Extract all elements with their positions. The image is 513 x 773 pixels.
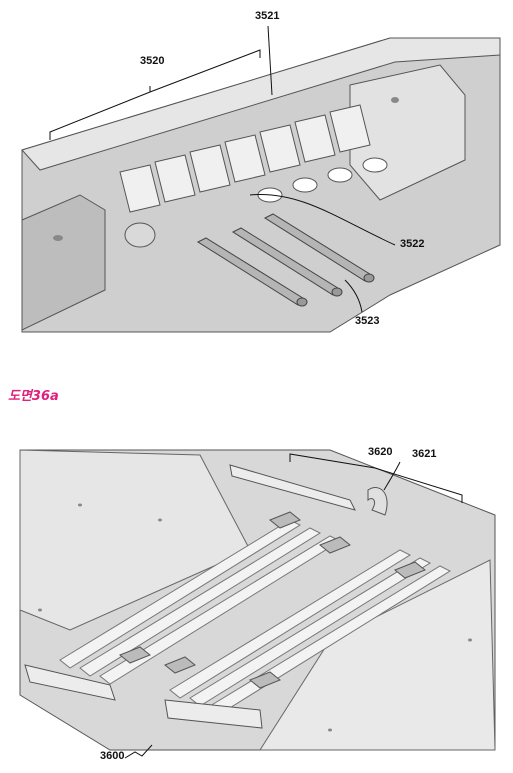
label-3600: 3600 [100,750,125,762]
label-3620: 3620 [368,446,393,458]
leader-3621 [383,461,401,491]
hole [391,97,399,103]
contact-fins [119,104,371,213]
bracket-3520 [49,49,261,140]
top-drawing [21,25,501,333]
back-rim [229,464,356,511]
hole [53,235,63,241]
leader-3523 [344,279,363,313]
leader-3600 [124,744,153,759]
front-lip-left [24,664,116,701]
housing-rim [21,37,501,171]
bracket-3620 [289,453,463,503]
top-figure: 3521 3520 3522 3523 [0,0,513,345]
bottom-figure: 3620 3621 3600 [0,410,513,773]
label-3523: 3523 [355,315,380,327]
cylinder-boss [124,222,156,248]
right-deck [259,559,496,751]
label-3522: 3522 [400,238,425,250]
bottom-drawing [19,449,496,759]
hook-3621 [367,487,388,516]
front-lip-right [164,699,263,729]
leader-3522 [249,193,396,246]
figure-caption: 도면36a [8,389,59,404]
slot-loops [257,157,388,203]
label-3520: 3520 [140,55,165,67]
label-3521: 3521 [255,10,280,22]
pins [196,213,375,307]
holes [38,503,472,732]
label-3621: 3621 [412,448,437,460]
left-recess [21,194,106,331]
leader-3521 [267,25,273,96]
left-deck [19,449,251,631]
insert-parts [119,511,426,689]
